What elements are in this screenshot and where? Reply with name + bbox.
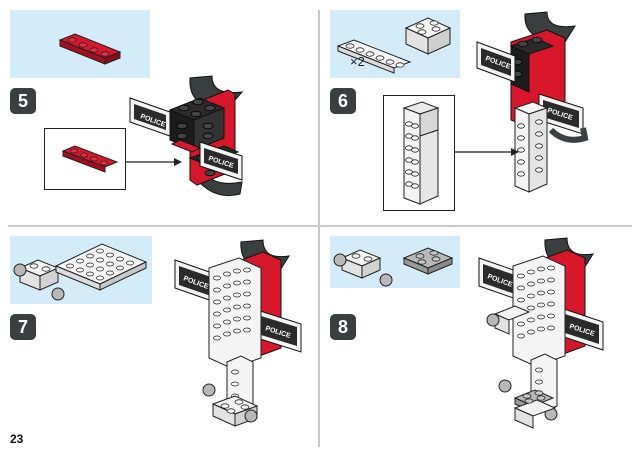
- callout-step-5: [44, 128, 126, 190]
- red-plate-callout-icon: [61, 145, 119, 173]
- white-plate-1x6-icon: [336, 39, 412, 74]
- white-hinge-part-icon: [333, 249, 393, 287]
- white-brick-2x2-icon: [404, 17, 452, 55]
- white-plate-4x6-icon: [54, 243, 148, 291]
- parts-panel-step-8: [330, 236, 460, 288]
- horizontal-divider: [8, 225, 632, 227]
- step-number-8: 8: [330, 314, 356, 340]
- white-hinge-part-icon: [13, 259, 65, 301]
- model-step-8: POLICE POLICE: [478, 237, 604, 429]
- step-number-5: 5: [10, 88, 36, 114]
- step-number-6: 6: [330, 88, 356, 114]
- step-number-7: 7: [10, 314, 36, 340]
- model-step-7: POLICE POLICE: [174, 239, 302, 427]
- model-step-6: POLICE POLICE: [455, 11, 589, 193]
- part-quantity: ×2: [350, 54, 365, 69]
- parts-panel-step-6: [330, 10, 460, 78]
- white-assembly-callout-icon: [402, 101, 440, 205]
- grey-plate-2x2-icon: [402, 247, 454, 275]
- red-plate-1x4-icon: [58, 33, 122, 65]
- vertical-divider: [318, 10, 320, 447]
- model-step-5: POLICE POLICE: [126, 75, 244, 197]
- parts-panel-step-5: [10, 10, 150, 78]
- page-number: 23: [10, 432, 24, 446]
- callout-step-6: [383, 95, 455, 211]
- parts-panel-step-7: [10, 236, 152, 304]
